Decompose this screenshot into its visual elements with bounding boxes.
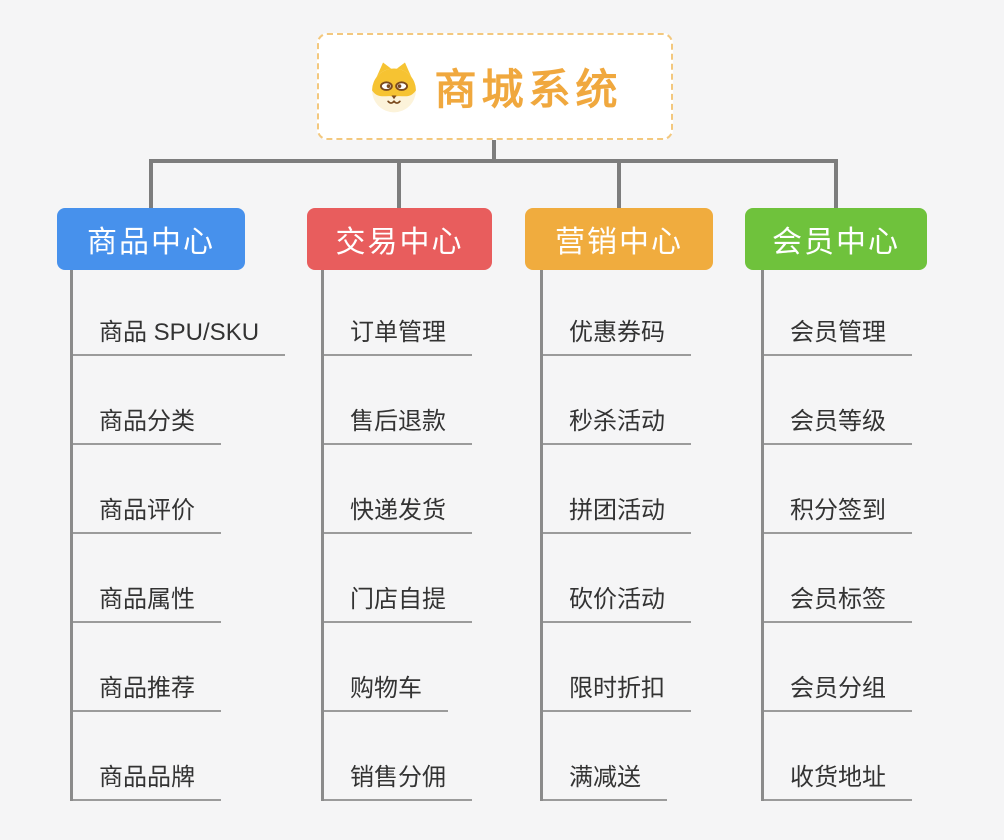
topic-node[interactable]: 订单管理 — [324, 318, 472, 356]
topic-node[interactable]: 满减送 — [543, 763, 667, 801]
branch-node-marketing-center[interactable]: 营销中心 — [525, 208, 713, 270]
topic-node[interactable]: 销售分佣 — [324, 763, 472, 801]
root-title: 商城系统 — [434, 66, 623, 113]
topic-node[interactable]: 秒杀活动 — [543, 407, 691, 445]
connector-root-stem — [492, 140, 496, 161]
topic-node[interactable]: 会员管理 — [764, 318, 912, 356]
topic-node[interactable]: 商品分类 — [73, 407, 221, 445]
branch-children-marketing-center: 优惠券码 秒杀活动 拼团活动 砍价活动 限时折扣 满减送 — [540, 270, 783, 801]
connector-horizontal-bar — [149, 159, 838, 163]
topic-node[interactable]: 商品评价 — [73, 496, 221, 534]
branch-label: 营销中心 — [555, 226, 683, 259]
topic-node[interactable]: 商品推荐 — [73, 674, 221, 712]
branch-children-product-center: 商品 SPU/SKU 商品分类 商品评价 商品属性 商品推荐 商品品牌 — [70, 270, 313, 801]
topic-node[interactable]: 商品 SPU/SKU — [73, 318, 286, 356]
root-node[interactable]: 商城系统 — [317, 33, 673, 140]
branch-node-member-center[interactable]: 会员中心 — [745, 208, 927, 270]
topic-node[interactable]: 快递发货 — [324, 496, 472, 534]
branch-node-trade-center[interactable]: 交易中心 — [307, 208, 492, 270]
branch-label: 商品中心 — [87, 226, 215, 259]
topic-node[interactable]: 会员标签 — [764, 585, 912, 623]
connector-drop-marketing-center — [617, 161, 621, 208]
topic-node[interactable]: 积分签到 — [764, 496, 912, 534]
topic-node[interactable]: 购物车 — [324, 674, 448, 712]
topic-node[interactable]: 砍价活动 — [543, 585, 691, 623]
connector-drop-product-center — [149, 161, 153, 208]
connector-drop-trade-center — [397, 161, 401, 208]
topic-node[interactable]: 售后退款 — [324, 407, 472, 445]
topic-node[interactable]: 会员等级 — [764, 407, 912, 445]
topic-node[interactable]: 商品属性 — [73, 585, 221, 623]
topic-node[interactable]: 优惠券码 — [543, 318, 691, 356]
topic-node[interactable]: 拼团活动 — [543, 496, 691, 534]
topic-node[interactable]: 会员分组 — [764, 674, 912, 712]
topic-node[interactable]: 门店自提 — [324, 585, 472, 623]
topic-node[interactable]: 限时折扣 — [543, 674, 691, 712]
branch-label: 会员中心 — [772, 226, 900, 259]
dog-icon — [372, 62, 417, 112]
topic-node[interactable]: 商品品牌 — [73, 763, 221, 801]
branch-node-product-center[interactable]: 商品中心 — [57, 208, 245, 270]
branch-label: 交易中心 — [335, 226, 464, 259]
connector-drop-member-center — [834, 161, 838, 208]
topic-node[interactable]: 收货地址 — [764, 763, 912, 801]
branch-children-trade-center: 订单管理 售后退款 快递发货 门店自提 购物车 销售分佣 — [321, 270, 564, 801]
branch-children-member-center: 会员管理 会员等级 积分签到 会员标签 会员分组 收货地址 — [761, 270, 1004, 801]
